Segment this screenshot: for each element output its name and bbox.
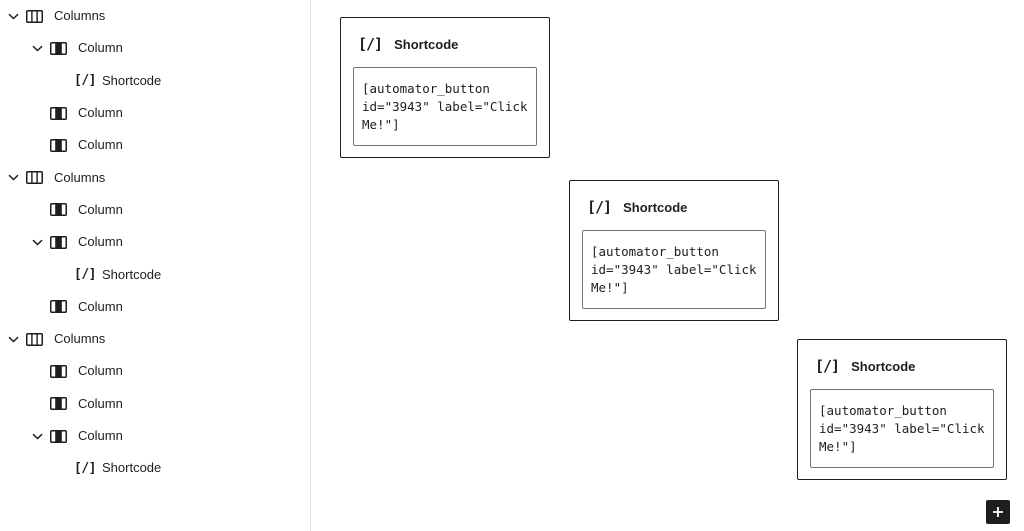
shortcode-glyph: [/] xyxy=(74,267,96,283)
list-view-row-label: Column xyxy=(78,395,123,411)
chevron-down-icon[interactable] xyxy=(30,45,50,52)
list-view-row[interactable]: Column xyxy=(0,129,310,161)
shortcode-icon: [/] xyxy=(74,73,96,88)
list-view-row[interactable]: Column xyxy=(0,194,310,226)
list-view-row-label: Column xyxy=(78,201,123,217)
shortcode-icon: [/] xyxy=(587,198,612,216)
column-icon xyxy=(50,364,68,378)
chevron-down-icon[interactable] xyxy=(30,433,50,440)
list-view-row[interactable]: Column xyxy=(0,355,310,387)
shortcode-block[interactable]: [/] Shortcode [automator_button id="3943" … xyxy=(340,17,550,158)
shortcode-glyph: [/] xyxy=(74,73,96,89)
shortcode-textarea[interactable]: [automator_button id="3943" label="Click… xyxy=(582,230,766,309)
list-view-row[interactable]: Column xyxy=(0,420,310,452)
column-icon xyxy=(50,138,68,152)
column-icon xyxy=(50,203,68,217)
shortcode-glyph: [/] xyxy=(74,460,96,476)
shortcode-icon: [/] xyxy=(74,267,96,282)
plus-icon xyxy=(992,506,1004,518)
list-view-row-label: Column xyxy=(78,234,123,250)
list-view-row[interactable]: Columns xyxy=(0,161,310,193)
chevron-down-icon[interactable] xyxy=(6,13,26,20)
shortcode-block-header: [/] Shortcode xyxy=(570,181,778,216)
list-view-row-label: Column xyxy=(78,363,123,379)
list-view-row-label: Column xyxy=(78,298,123,314)
chevron-down-icon[interactable] xyxy=(30,239,50,246)
shortcode-block-header: [/] Shortcode xyxy=(798,340,1006,375)
columns-icon xyxy=(26,9,44,23)
list-view-row[interactable]: Column xyxy=(0,32,310,64)
shortcode-textarea[interactable]: [automator_button id="3943" label="Click… xyxy=(353,67,537,146)
list-view-row[interactable]: Column xyxy=(0,291,310,323)
column-icon xyxy=(50,300,68,314)
chevron-down-icon[interactable] xyxy=(6,174,26,181)
shortcode-block[interactable]: [/] Shortcode [automator_button id="3943" … xyxy=(797,339,1007,480)
add-block-button[interactable] xyxy=(986,500,1010,524)
shortcode-block-title: Shortcode xyxy=(623,199,688,215)
shortcode-icon: [/] xyxy=(74,461,96,476)
shortcode-textarea[interactable]: [automator_button id="3943" label="Click… xyxy=(810,389,994,468)
list-view-row-label: Column xyxy=(78,40,123,56)
list-view-row-label: Shortcode xyxy=(102,460,162,476)
list-view-row[interactable]: Columns xyxy=(0,323,310,355)
columns-icon xyxy=(26,171,44,185)
list-view-row-label: Column xyxy=(78,137,123,153)
column-icon xyxy=(50,106,68,120)
column-icon xyxy=(50,235,68,249)
list-view-row[interactable]: Columns xyxy=(0,0,310,32)
list-view-row[interactable]: [/] Shortcode xyxy=(0,65,310,97)
editor-canvas: [/] Shortcode [automator_button id="3943" … xyxy=(312,0,1024,531)
column-icon xyxy=(50,41,68,55)
shortcode-block-title: Shortcode xyxy=(851,358,916,374)
shortcode-icon: [/] xyxy=(815,357,840,375)
chevron-down-icon[interactable] xyxy=(6,336,26,343)
list-view-row-label: Column xyxy=(78,428,123,443)
list-view-row-label: Shortcode xyxy=(102,266,162,282)
shortcode-block-title: Shortcode xyxy=(394,36,459,52)
shortcode-icon: [/] xyxy=(358,35,383,53)
column-icon xyxy=(50,397,68,411)
columns-icon xyxy=(26,332,44,346)
shortcode-block-header: [/] Shortcode xyxy=(341,18,549,53)
list-view-row[interactable]: Column xyxy=(0,226,310,258)
list-view-row-label: Columns xyxy=(54,169,106,185)
list-view-row-label: Shortcode xyxy=(102,72,162,88)
list-view-row[interactable]: Column xyxy=(0,388,310,420)
list-view-row[interactable]: [/] Shortcode xyxy=(0,452,310,484)
column-icon xyxy=(50,429,68,443)
list-view-row-label: Column xyxy=(78,105,123,121)
list-view-row[interactable]: [/] Shortcode xyxy=(0,258,310,290)
list-view-row-label: Columns xyxy=(54,331,106,347)
shortcode-block[interactable]: [/] Shortcode [automator_button id="3943" … xyxy=(569,180,779,321)
list-view-row-label: Columns xyxy=(54,8,106,24)
list-view-row[interactable]: Column xyxy=(0,97,310,129)
